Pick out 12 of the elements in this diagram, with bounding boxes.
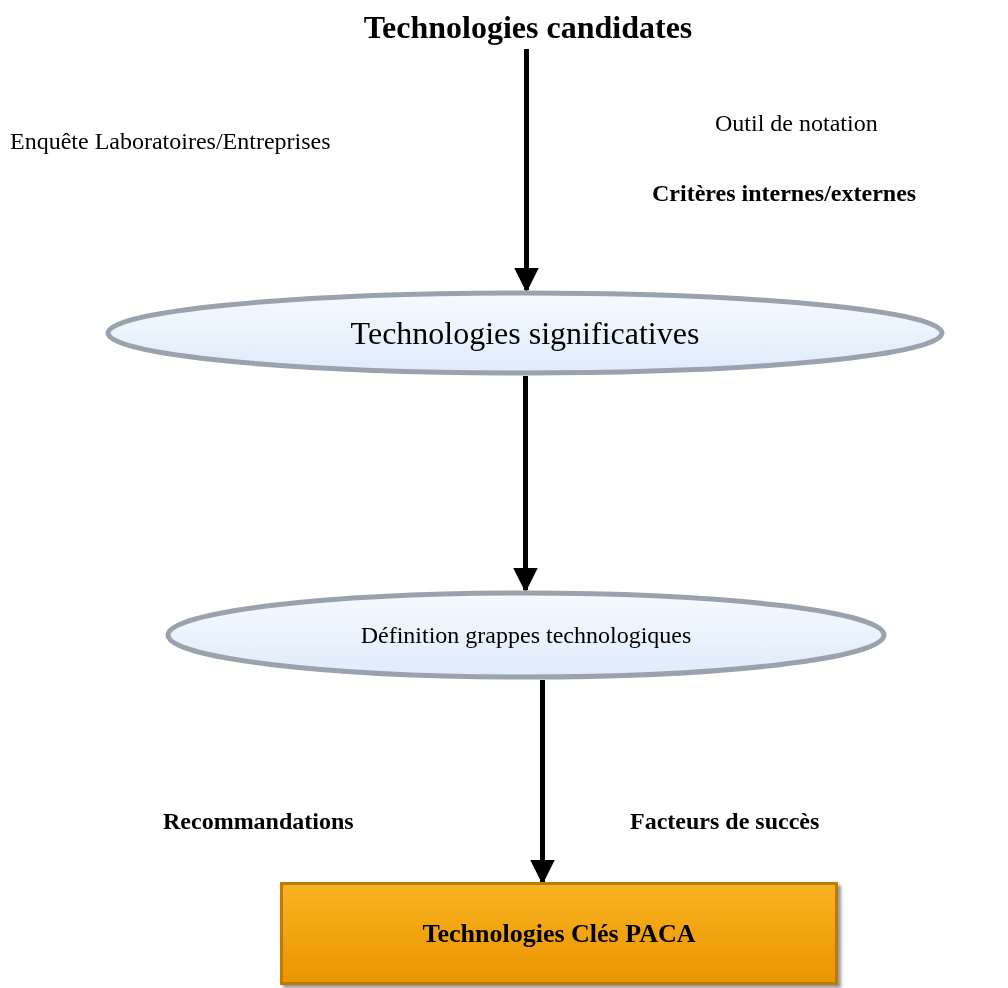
annotation-text: Enquête Laboratoires/Entreprises [10,128,331,155]
arrow [513,376,538,593]
annotation-text: Recommandations [163,808,354,835]
result-box [280,882,838,985]
arrow [514,49,539,293]
annotation-text: Facteurs de succès [630,808,820,835]
title-text: Technologies candidates [363,8,693,46]
node-text: Définition grappes technologiques [360,621,692,649]
annotation-text: Outil de notation [715,110,878,137]
annotation-text: Critères internes/externes [652,180,917,207]
node-text: Technologies significatives [350,314,700,352]
node-text: Technologies Clés PACA [422,918,696,949]
